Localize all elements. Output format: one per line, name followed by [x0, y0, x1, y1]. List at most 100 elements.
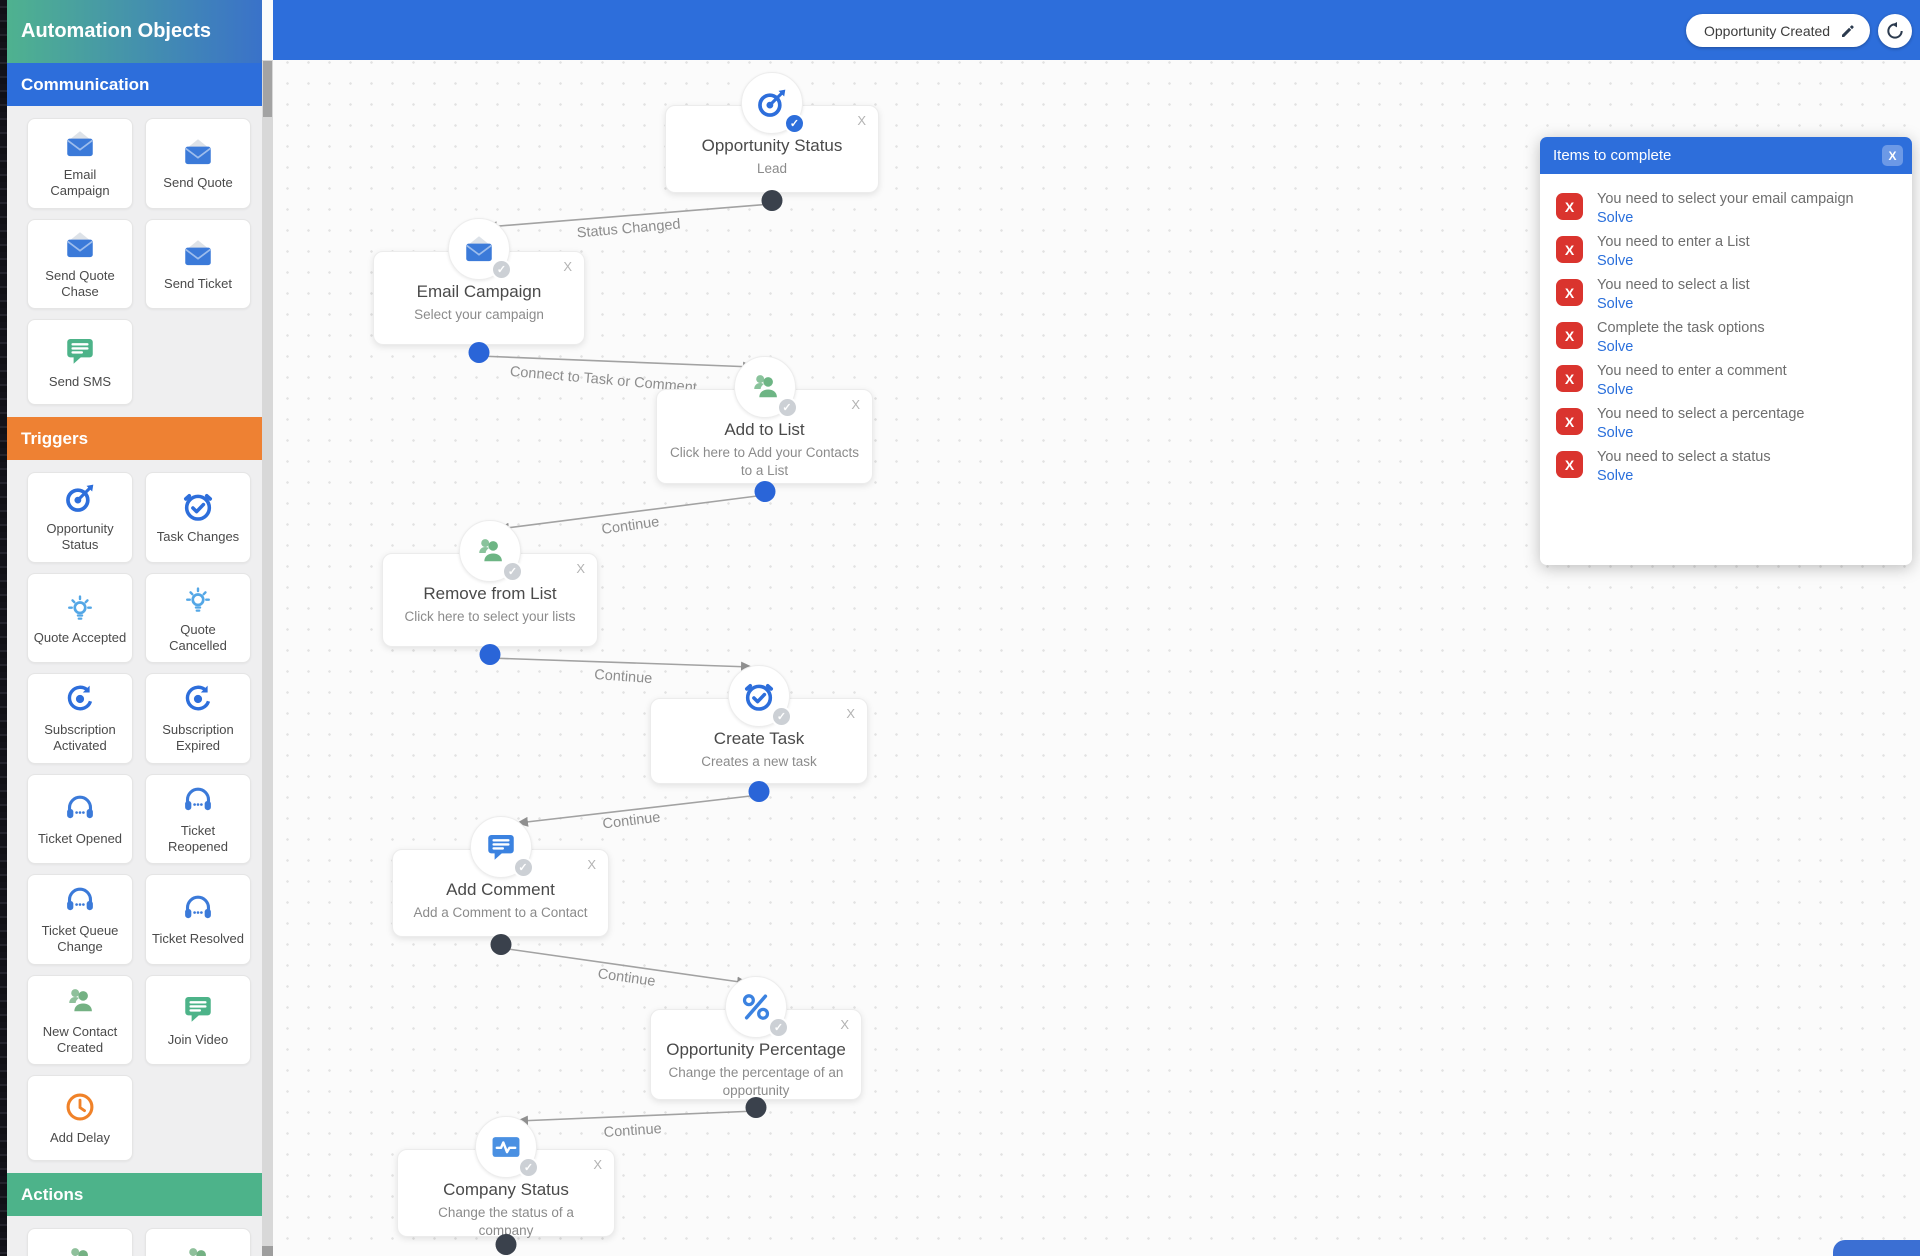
sidebar-item-send-sms[interactable]: Send SMS	[27, 319, 133, 405]
validation-message: You need to select a status	[1597, 449, 1771, 465]
node-connector-dot[interactable]	[761, 190, 783, 211]
sidebar-item-ticket-reopened[interactable]: Ticket Reopened	[145, 773, 251, 864]
node-subtitle: Click here to Add your Contacts to a Lis…	[669, 445, 860, 478]
sidebar-item-ticket-opened[interactable]: Ticket Opened	[27, 773, 133, 864]
flow-name-button[interactable]: Opportunity Created	[1686, 14, 1871, 47]
sms-bubble-icon	[63, 334, 97, 368]
node-close-button[interactable]: X	[846, 706, 855, 721]
node-connector-dot[interactable]	[479, 644, 501, 665]
flow-node-email-campaign[interactable]: ✓ X Email Campaign Select your campaign	[373, 218, 585, 363]
node-connector-dot[interactable]	[745, 1097, 767, 1118]
node-subtitle: Add a Comment to a Contact	[413, 905, 588, 920]
sidebar-scrollbar[interactable]	[262, 60, 273, 1256]
node-connector-dot[interactable]	[748, 781, 770, 802]
envelope-icon	[181, 236, 215, 270]
bottom-right-button-partial[interactable]	[1833, 1240, 1920, 1256]
node-connector-dot[interactable]	[754, 481, 775, 502]
validation-message: You need to enter a List	[1597, 234, 1750, 250]
headset-icon	[181, 891, 215, 925]
connector-label: Continue	[597, 966, 657, 990]
sidebar-item-new-contact-created[interactable]: New Contact Created	[27, 974, 133, 1065]
reset-view-button[interactable]	[1878, 14, 1912, 48]
items-panel-header: Items to complete X	[1540, 137, 1912, 174]
node-title: Add to List	[724, 420, 805, 439]
flow-node-opportunity-percentage[interactable]: ✓ X Opportunity Percentage Change the pe…	[650, 976, 862, 1118]
items-to-complete-panel: Items to complete X X You need to select…	[1540, 137, 1912, 565]
node-close-button[interactable]: X	[576, 561, 585, 576]
sidebar-item-opportunity-status[interactable]: Opportunity Status	[27, 472, 133, 563]
solve-link[interactable]: Solve	[1597, 382, 1634, 398]
comment-bubble-icon: ✓	[469, 816, 534, 878]
sidebar-item-subscription-expired[interactable]: Subscription Expired	[145, 673, 251, 764]
node-close-button[interactable]: X	[851, 397, 860, 412]
sidebar-item-ticket-queue-change[interactable]: Ticket Queue Change	[27, 874, 133, 965]
validation-item: X Complete the task options Solve	[1556, 319, 1896, 357]
solve-link[interactable]: Solve	[1597, 425, 1634, 441]
flow-name-label: Opportunity Created	[1704, 22, 1831, 39]
flow-node-add-comment[interactable]: ✓ X Add Comment Add a Comment to a Conta…	[392, 816, 609, 955]
node-close-button[interactable]: X	[563, 259, 572, 274]
validation-message: You need to select your email campaign	[1597, 191, 1854, 207]
connector-label: Continue	[601, 514, 661, 538]
sidebar-item-ticket-resolved[interactable]: Ticket Resolved	[145, 874, 251, 965]
items-panel-body: X You need to select your email campaign…	[1540, 174, 1912, 486]
percent-icon: ✓	[725, 976, 789, 1038]
validation-item: X You need to select your email campaign…	[1556, 190, 1896, 228]
canvas-topbar	[273, 0, 1920, 60]
workflow-canvas[interactable]: Opportunity Created Status Changed Conne…	[273, 0, 1920, 1256]
solve-link[interactable]: Solve	[1597, 296, 1634, 312]
sidebar-item-quote-cancelled[interactable]: Quote Cancelled	[145, 572, 251, 663]
node-close-button[interactable]: X	[840, 1017, 849, 1032]
rotate-ccw-icon	[1885, 21, 1905, 41]
flow-node-remove-from-list[interactable]: ✓ X Remove from List Click here to selec…	[382, 520, 598, 665]
sidebar-item-email-alerts[interactable]: Email Alerts	[27, 1228, 133, 1256]
sidebar-item-send-quote[interactable]: Send Quote	[145, 118, 251, 209]
sidebar-item-send-ticket[interactable]: Send Ticket	[145, 218, 251, 309]
node-title: Remove from List	[423, 584, 557, 603]
people-icon: ✓	[459, 520, 523, 582]
flow-node-add-to-list[interactable]: ✓ X Add to List Click here to Add your C…	[656, 356, 873, 502]
node-close-button[interactable]: X	[587, 857, 596, 872]
panel-close-button[interactable]: X	[1882, 145, 1903, 166]
error-x-icon: X	[1556, 193, 1583, 220]
envelope-icon	[181, 135, 215, 169]
node-connector-dot[interactable]	[495, 1234, 517, 1255]
validation-item: X You need to select a percentage Solve	[1556, 405, 1896, 443]
node-close-button[interactable]: X	[593, 1157, 602, 1172]
sidebar-item-subscription-activated[interactable]: Subscription Activated	[27, 673, 133, 764]
node-subtitle: Lead	[756, 161, 788, 176]
people-icon	[181, 1243, 215, 1256]
trigger-items: Opportunity Status Task Changes Quote Ac…	[7, 460, 262, 1173]
alarm-check-icon	[181, 489, 215, 523]
flow-node-create-task[interactable]: ✓ X Create Task Creates a new task	[650, 665, 868, 802]
sidebar-item-email-campaign[interactable]: Email Campaign	[27, 118, 133, 209]
solve-link[interactable]: Solve	[1597, 210, 1634, 226]
node-title: Create Task	[713, 729, 805, 748]
sidebar-item-add-delay[interactable]: Add Delay	[27, 1075, 133, 1161]
node-title: Add Comment	[446, 880, 555, 899]
sidebar-item-add-to-list[interactable]: Add to List	[145, 1228, 251, 1256]
node-connector-dot[interactable]	[490, 934, 511, 955]
section-header-triggers: Triggers	[7, 417, 262, 460]
flow-node-company-status[interactable]: ✓ X Company Status Change the status of …	[397, 1116, 615, 1255]
refresh-cycle-icon	[63, 682, 97, 716]
sidebar-item-task-changes[interactable]: Task Changes	[145, 472, 251, 563]
node-title: Opportunity Status	[701, 136, 843, 155]
node-close-button[interactable]: X	[857, 113, 866, 128]
flow-node-opportunity-status[interactable]: ✓ X Opportunity Status Lead	[665, 72, 879, 211]
target-icon: ✓	[741, 72, 805, 134]
section-header-communication: Communication	[7, 63, 262, 106]
validation-item: X You need to enter a List Solve	[1556, 233, 1896, 271]
sidebar-item-send-quote-chase[interactable]: Send Quote Chase	[27, 218, 133, 309]
people-icon: ✓	[733, 356, 798, 418]
solve-link[interactable]: Solve	[1597, 468, 1634, 484]
sidebar-item-quote-accepted[interactable]: Quote Accepted	[27, 572, 133, 663]
solve-link[interactable]: Solve	[1597, 253, 1634, 269]
sidebar-scrollbar-thumb[interactable]	[263, 61, 272, 117]
solve-link[interactable]: Solve	[1597, 339, 1634, 355]
error-x-icon: X	[1556, 279, 1583, 306]
node-connector-dot[interactable]	[468, 342, 490, 363]
headset-icon	[63, 883, 97, 917]
sidebar-item-join-video[interactable]: Join Video	[145, 974, 251, 1065]
